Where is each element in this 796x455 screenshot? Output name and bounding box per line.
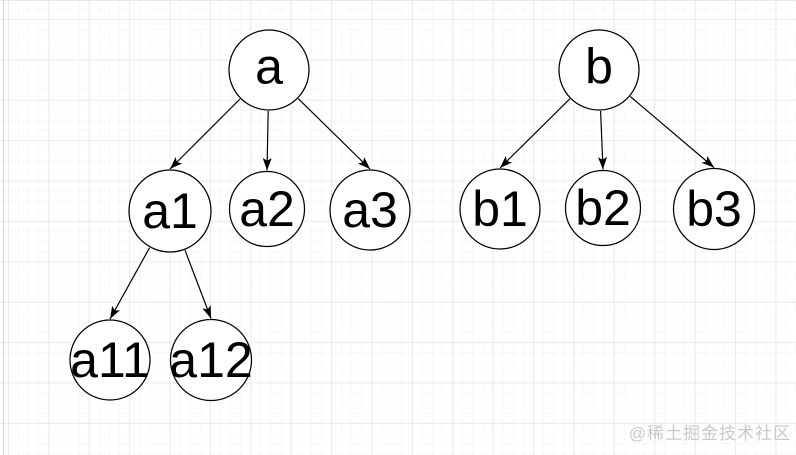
node-circle-b1 <box>459 168 541 250</box>
edge-b-b3 <box>629 96 715 168</box>
node-a11: a11 <box>69 319 151 401</box>
node-b2: b2 <box>564 169 642 247</box>
edge-a1-a11 <box>109 247 151 320</box>
edge-a-a3 <box>297 98 371 170</box>
edge-b-b1 <box>499 98 571 169</box>
edge-b-b2 <box>597 110 607 170</box>
node-a1: a1 <box>128 169 212 253</box>
node-a: a <box>228 29 310 111</box>
node-circle-b <box>558 29 640 111</box>
watermark: @稀土掘金技术社区 <box>628 424 791 443</box>
node-label-a11: a11 <box>70 332 150 388</box>
node-label-b2: b2 <box>575 180 631 236</box>
node-circle-a2 <box>228 170 306 248</box>
node-label-a2: a2 <box>239 181 295 237</box>
node-a12: a12 <box>169 318 253 402</box>
node-b1: b1 <box>459 168 541 250</box>
node-circle-a12 <box>169 318 253 402</box>
node-a3: a3 <box>329 169 411 251</box>
node-b3: b3 <box>672 167 756 251</box>
edge-a-a1 <box>169 98 241 170</box>
node-circle-a <box>228 29 310 111</box>
node-circle-a3 <box>329 169 411 251</box>
canvas-left-edge <box>3 0 4 455</box>
node-label-a: a <box>255 39 283 95</box>
nodes-layer: a a1 a2 a3 a11 a12 b b1 b2 b3 <box>69 29 756 402</box>
node-label-b: b <box>585 39 613 95</box>
node-label-b3: b3 <box>686 181 742 237</box>
node-label-a1: a1 <box>142 183 198 239</box>
edge-a-a2 <box>262 110 272 171</box>
node-circle-a11 <box>69 319 151 401</box>
node-label-a12: a12 <box>169 332 252 388</box>
edges-layer <box>109 96 715 320</box>
node-a2: a2 <box>228 170 306 248</box>
canvas-top-edge <box>0 0 796 1</box>
node-circle-a1 <box>128 169 212 253</box>
node-circle-b2 <box>564 169 642 247</box>
node-label-b1: b1 <box>472 181 528 237</box>
node-circle-b3 <box>672 167 756 251</box>
edge-a1-a12 <box>184 249 212 319</box>
node-b: b <box>558 29 640 111</box>
node-label-a3: a3 <box>342 182 398 238</box>
